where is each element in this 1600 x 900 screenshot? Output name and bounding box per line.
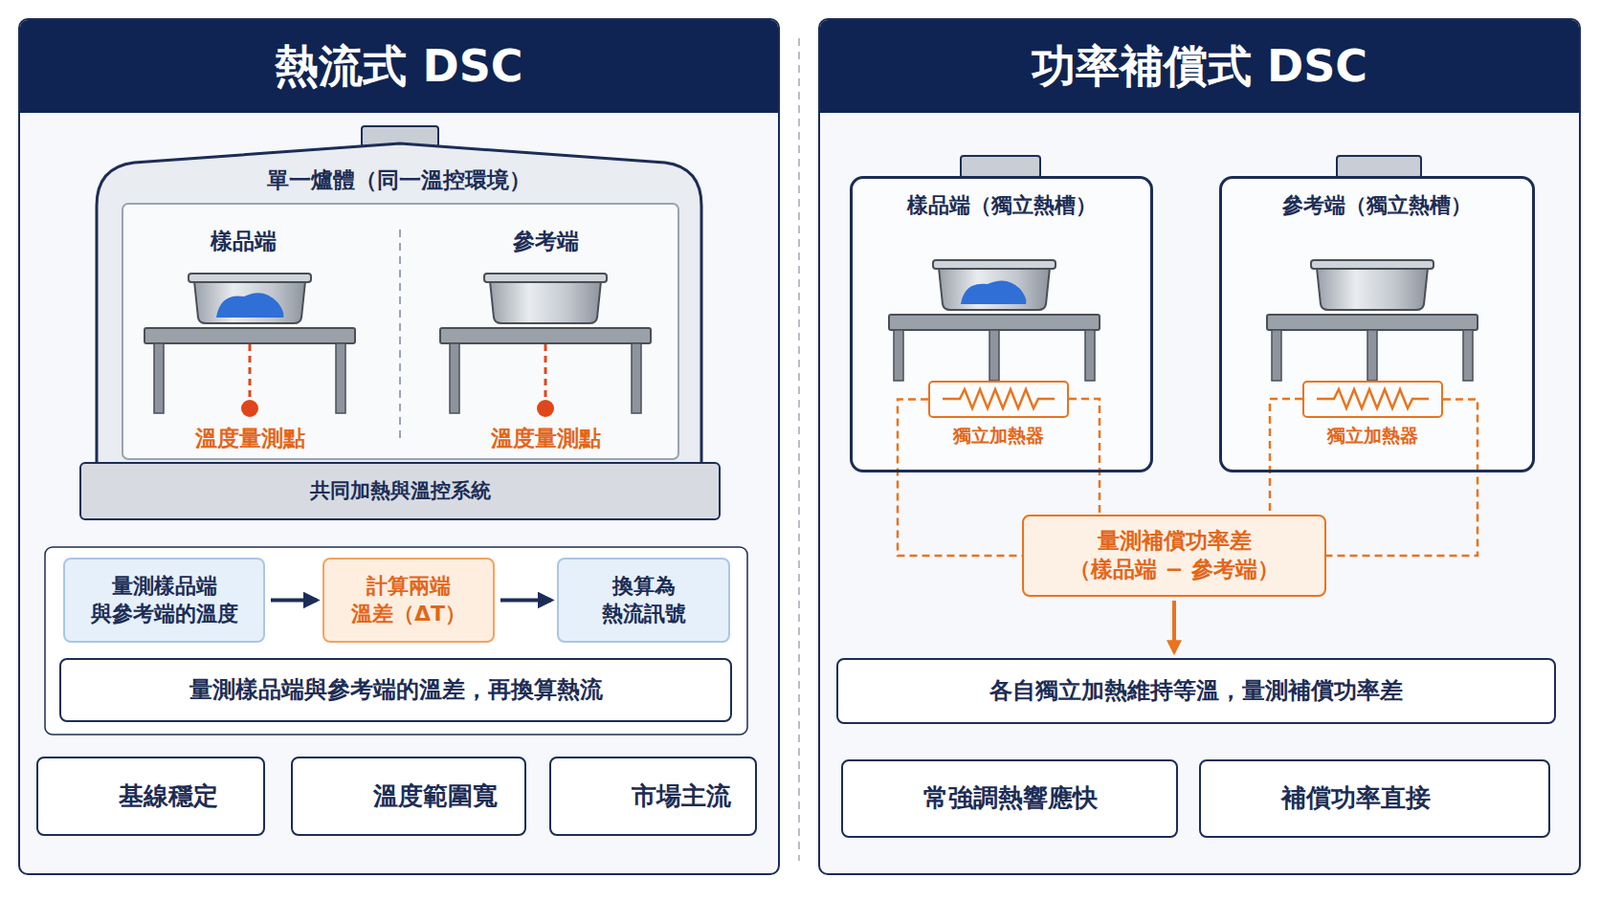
feature-box: 基線穩定 <box>36 756 266 837</box>
art-rect <box>1271 330 1282 381</box>
feature-box: 市場主流 <box>549 756 757 837</box>
summary-box: 量測樣品端與參考端的溫差，再換算熱流 <box>59 658 733 723</box>
furnace-housing: 單一爐體（同一溫控環境） <box>96 143 702 463</box>
art-rect <box>335 343 346 414</box>
process-box: 換算為 熱流訊號 <box>556 557 731 644</box>
node-text: 共同加熱與溫控系統 <box>310 478 491 505</box>
node-text: 量測樣品端 與參考端的溫度 <box>88 573 240 628</box>
art-use <box>933 260 1056 311</box>
measure-box: 量測補償功率差 （樣品端 − 參考端） <box>1022 514 1327 598</box>
signal-wire <box>897 400 1023 557</box>
art-line <box>798 38 800 862</box>
node-text: 量測樣品端與參考端的溫差，再換算熱流 <box>189 675 603 706</box>
art-use <box>1311 260 1434 311</box>
art-rect <box>449 343 460 414</box>
signal-wire <box>1326 400 1478 557</box>
art-rect <box>960 155 1041 178</box>
summary-box: 各自獨立加熱維持等溫，量測補償功率差 <box>836 658 1556 725</box>
part-label: 溫度量測點 <box>490 423 601 454</box>
node-text: 常強調熱響應快 <box>923 782 1098 816</box>
art-use <box>144 328 356 344</box>
node-text: 換算為 熱流訊號 <box>582 573 705 628</box>
art-rect <box>154 343 164 414</box>
node-text: 市場主流 <box>631 780 732 814</box>
heater-box: 獨立加熱器 <box>928 380 1069 419</box>
node-text: 獨立加熱器 <box>901 423 1096 448</box>
art-rect <box>631 343 642 414</box>
part-label: 溫度量測點 <box>195 423 306 454</box>
art-circle <box>536 400 555 418</box>
node-text: 參考端（獨立熱槽） <box>1222 178 1533 221</box>
art-circle <box>241 400 259 418</box>
art-rect <box>1221 177 1534 471</box>
node-text: 各自獨立加熱維持等溫，量測補償功率差 <box>989 676 1403 707</box>
art-rect <box>1336 155 1422 178</box>
node-text: 補償功率直接 <box>1281 782 1431 816</box>
node-text: 獨立加熱器 <box>1275 423 1470 448</box>
part-label: 樣品端 <box>210 226 277 257</box>
node-text: 量測補償功率差 （樣品端 − 參考端） <box>1056 527 1292 585</box>
art-line <box>544 344 548 399</box>
art-rect <box>19 19 779 875</box>
heater-box: 獨立加熱器 <box>1302 380 1444 419</box>
node-text: 計算兩端 溫差（ΔT） <box>345 573 472 628</box>
art-rect <box>1085 330 1095 381</box>
flow-arrow <box>270 599 317 603</box>
feature-box: 常強調熱響應快 <box>841 759 1178 839</box>
art-use <box>188 273 312 324</box>
process-box: 計算兩端 溫差（ΔT） <box>322 557 495 644</box>
art-path <box>1316 389 1429 409</box>
art-line <box>248 344 252 399</box>
node-text: 功率補償式 DSC <box>820 20 1579 113</box>
art-rect <box>851 177 1152 471</box>
art-use <box>440 328 651 344</box>
node-text: 樣品端（獨立熱槽） <box>852 178 1151 221</box>
part-label: 參考端 <box>512 226 579 257</box>
panel: 熱流式 DSC 單一爐體（同一溫控環境） 共同加熱與溫控系統量測樣品端 與參考端的溫… <box>18 18 780 876</box>
flow-arrow <box>500 599 552 603</box>
art-rect <box>122 203 679 460</box>
feature-box: 補償功率直接 <box>1199 759 1551 839</box>
panel: 功率補償式 DSC 樣品端（獨立熱槽） 獨立加熱器 參考端（獨立熱槽） 獨立加熱器量測補… <box>818 18 1581 876</box>
art-rect <box>1367 330 1378 381</box>
art-path <box>942 389 1055 409</box>
node-text: 熱流式 DSC <box>20 20 778 113</box>
art-path <box>960 280 1026 305</box>
node-text: 基線穩定 <box>118 780 219 814</box>
art-line <box>399 229 401 443</box>
art-rect <box>819 19 1580 875</box>
art-use <box>484 273 607 324</box>
art-rect <box>989 330 1000 381</box>
flow-arrow <box>1172 600 1177 653</box>
node-text: 單一爐體（同一溫控環境） <box>96 143 702 196</box>
art-path <box>1269 399 1303 515</box>
art-path <box>216 292 284 318</box>
art-use <box>1266 314 1478 331</box>
node-text: 溫度範圍寬 <box>373 780 498 814</box>
process-box: 量測樣品端 與參考端的溫度 <box>63 557 266 644</box>
cell-housing: 參考端（獨立熱槽） 獨立加熱器 <box>1219 176 1535 473</box>
cell-housing: 樣品端（獨立熱槽） 獨立加熱器 <box>849 176 1154 473</box>
art-rect <box>893 330 904 381</box>
art-path <box>96 143 702 463</box>
art-rect <box>44 547 748 735</box>
art-use <box>888 314 1100 331</box>
heating-base: 共同加熱與溫控系統 <box>79 462 721 521</box>
feature-box: 溫度範圍寬 <box>290 756 527 837</box>
art-rect <box>1463 330 1473 381</box>
art-path <box>1068 399 1100 515</box>
